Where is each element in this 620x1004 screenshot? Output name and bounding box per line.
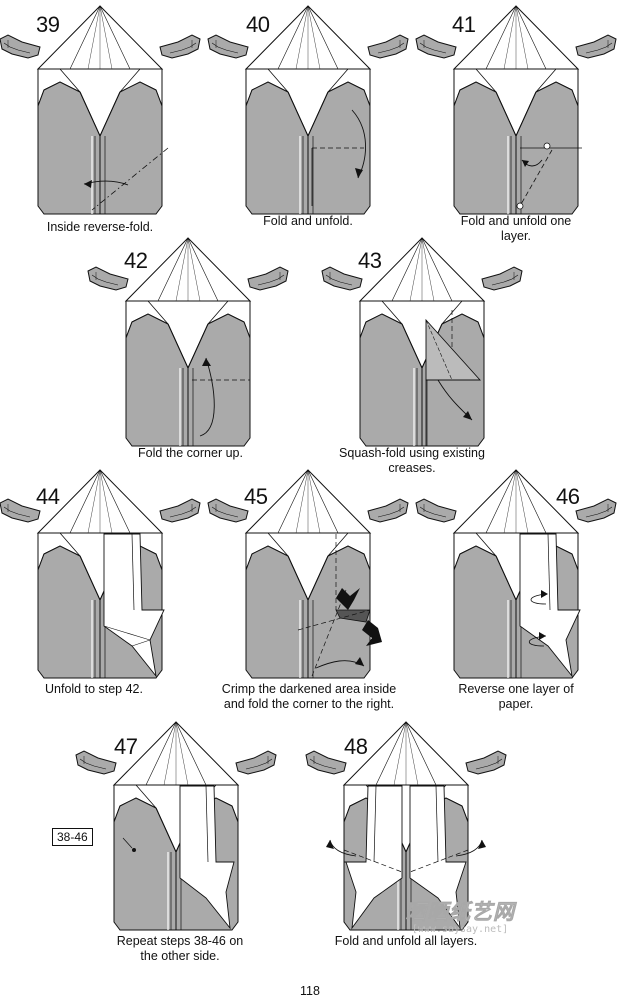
step-40: 40 Fold and unfold.: [207, 0, 409, 230]
step-caption: Fold and unfold one layer.: [460, 214, 572, 243]
step-42: 42 Fold the corner up.: [87, 237, 289, 470]
step-40-diagram: [207, 5, 409, 215]
step-45: 45 Crimp the darkened area inside and fo…: [207, 469, 409, 711]
step-caption: Inside reverse-fold.: [46, 220, 154, 234]
step-caption: Fold and unfold.: [263, 214, 353, 228]
step-caption: Repeat steps 38-46 on the other side.: [116, 934, 244, 963]
step-45-diagram: [207, 469, 409, 679]
step-47-diagram: [75, 721, 277, 931]
step-number: 46: [556, 484, 580, 509]
step-47: 38-46 47 Repeat steps 38-46 on the other…: [52, 721, 277, 963]
step-48: 48 Fold and unfold all layers.: [305, 721, 507, 952]
step-caption: Fold the corner up.: [138, 446, 243, 460]
watermark-logo: 晒晒纸艺网 [www.saysay.net]: [404, 896, 516, 935]
step-number: 44: [36, 484, 60, 509]
watermark-logo-text: 晒晒纸艺网: [405, 899, 515, 925]
step-number: 39: [36, 12, 60, 37]
step-number: 42: [124, 248, 148, 273]
step-number: 45: [244, 484, 268, 509]
watermark-url: [www.saysay.net]: [411, 924, 509, 935]
repeat-reference-box: 38-46: [52, 828, 93, 846]
step-44: 44 Unfold to step 42.: [0, 469, 201, 700]
step-41: 41 Fold and unfold one layer.: [415, 0, 617, 243]
page-number: 118: [300, 984, 320, 998]
step-caption: Fold and unfold all layers.: [334, 934, 478, 948]
step-caption: Reverse one layer of paper.: [458, 682, 574, 711]
step-43-diagram: [321, 237, 523, 447]
step-39-diagram: [0, 5, 201, 215]
step-44-diagram: [0, 469, 201, 679]
step-41-diagram: [415, 5, 617, 215]
step-caption: Unfold to step 42.: [45, 682, 143, 696]
step-number: 41: [452, 12, 476, 37]
step-46-diagram: [415, 469, 617, 679]
step-43: 43 Squash-fold using existing creases.: [321, 237, 523, 475]
step-39: 39 Inside reverse-fold.: [0, 0, 201, 234]
step-number: 48: [344, 734, 368, 759]
step-caption: Squash-fold using existing creases.: [339, 446, 485, 475]
step-caption: Crimp the darkened area inside and fold …: [221, 682, 397, 711]
step-number: 43: [358, 248, 382, 273]
step-48-diagram: [305, 721, 507, 931]
step-number: 47: [114, 734, 138, 759]
step-46: 46 Reverse one layer of paper.: [415, 469, 617, 711]
step-number: 40: [246, 12, 270, 37]
step-42-diagram: [87, 237, 289, 447]
